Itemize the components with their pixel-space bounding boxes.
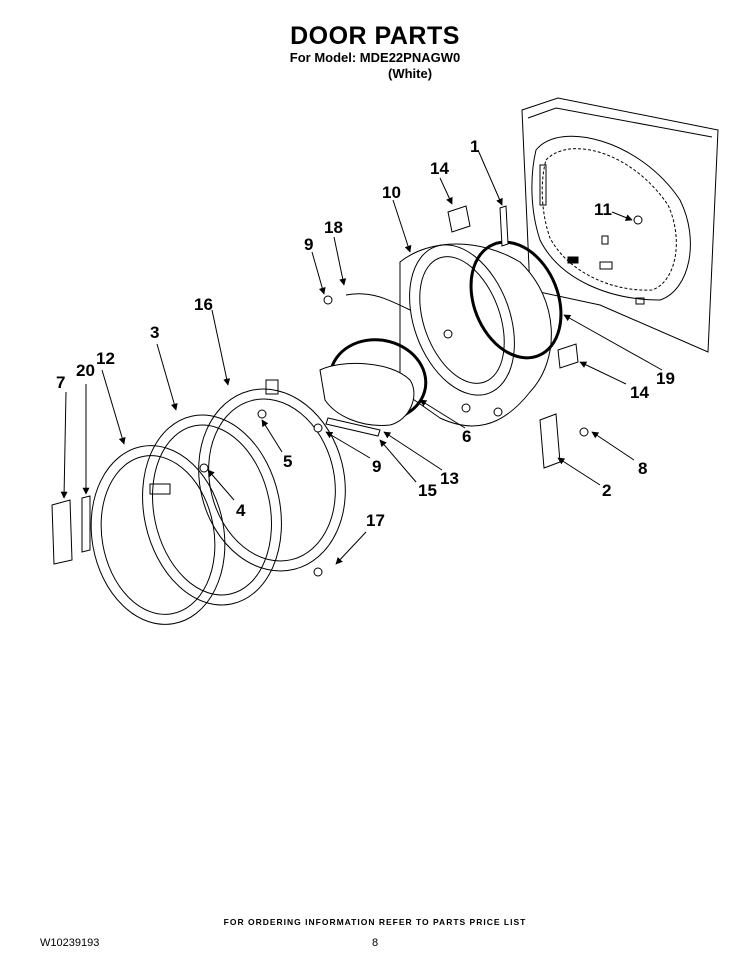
gasket-part — [469, 240, 563, 360]
callout-3: 3 — [150, 323, 159, 342]
handle-part — [51, 499, 73, 565]
callout-4: 4 — [236, 501, 246, 520]
callout-6: 6 — [462, 427, 471, 446]
inner-door-part — [399, 243, 552, 427]
ordering-note: FOR ORDERING INFORMATION REFER TO PARTS … — [223, 917, 527, 927]
callout-14-bottom: 14 — [630, 383, 649, 402]
callout-8: 8 — [638, 459, 647, 478]
door-ring-part — [142, 414, 282, 606]
callout-20: 20 — [76, 361, 95, 380]
callout-2: 2 — [602, 481, 611, 500]
page-number: 8 — [372, 937, 379, 949]
outer-ring-part — [90, 445, 226, 625]
trim-strip-part — [325, 417, 381, 437]
callout-9-mid: 9 — [372, 457, 381, 476]
document-number: W10239193 — [40, 937, 100, 949]
glass-part — [319, 363, 415, 426]
callout-15: 15 — [418, 481, 437, 500]
callout-9-top: 9 — [304, 235, 313, 254]
outer-frame-part — [198, 379, 346, 572]
callout-1: 1 — [470, 137, 479, 156]
callout-13: 13 — [440, 469, 459, 488]
callout-17: 17 — [366, 511, 385, 530]
callout-12: 12 — [96, 349, 115, 368]
callout-16: 16 — [194, 295, 213, 314]
page-title: DOOR PARTS — [290, 22, 460, 50]
callout-11: 11 — [594, 200, 612, 219]
label-part — [81, 495, 91, 553]
model-line: For Model: MDE22PNAGW0 — [289, 50, 461, 65]
callout-14-top: 14 — [430, 159, 449, 178]
callout-18: 18 — [324, 218, 343, 237]
callout-19: 19 — [656, 369, 675, 388]
callout-5: 5 — [283, 452, 292, 471]
front-panel-part — [521, 97, 719, 353]
color-label: (White) — [388, 66, 433, 81]
small-hardware — [199, 205, 643, 577]
callout-7: 7 — [56, 373, 65, 392]
callout-10: 10 — [382, 183, 401, 202]
